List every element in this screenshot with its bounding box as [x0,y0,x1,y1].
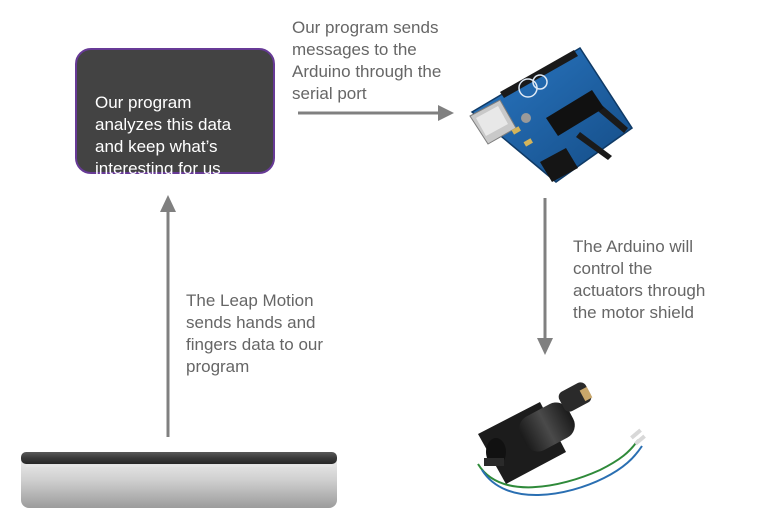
arduino-board-image [469,46,634,183]
program-box-text: Our program analyzes this data and keep … [95,93,232,178]
actuator-image [477,382,646,496]
arrow-leap-to-program [160,195,176,437]
program-box: Our program analyzes this data and keep … [75,48,275,178]
arrow-program-to-arduino [298,105,454,121]
arduino-to-actuator-label: The Arduino will control the actuators t… [573,237,706,322]
arrow-arduino-to-actuator [537,198,553,355]
leap-motion-image [21,452,337,508]
program-to-arduino-label: Our program sends messages to the Arduin… [292,18,442,103]
leap-to-program-label: The Leap Motion sends hands and fingers … [186,291,324,376]
